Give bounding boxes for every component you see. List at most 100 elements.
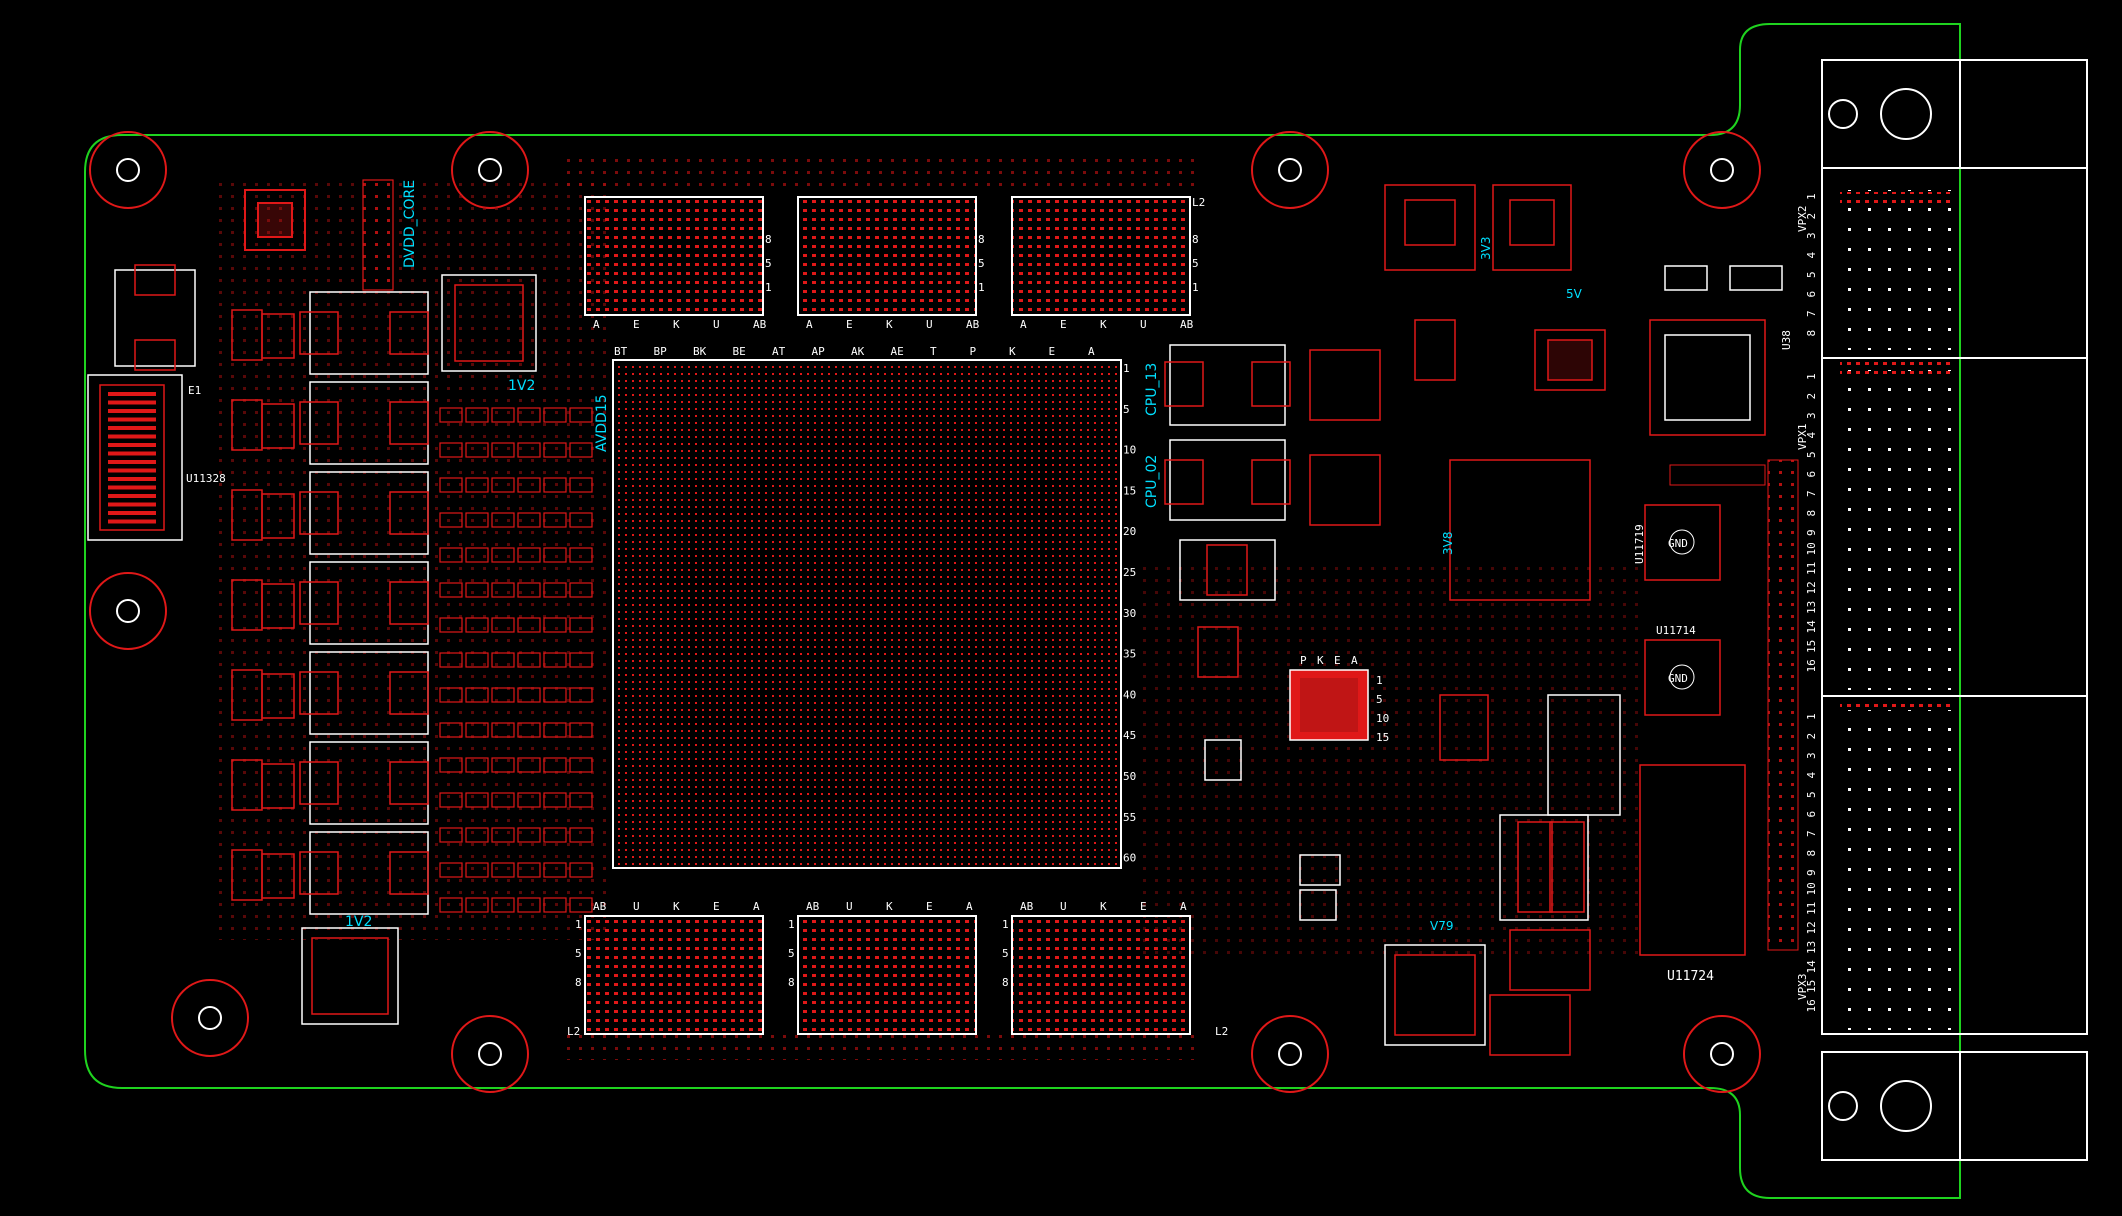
left-connector	[87, 374, 183, 541]
mosfet-pad	[261, 673, 295, 719]
capacitor-pad	[569, 897, 593, 913]
dram-col-label: E	[926, 900, 933, 913]
capacitor-pad	[439, 442, 463, 458]
connector-pin	[108, 451, 156, 456]
vpx3-pin-number: 5	[1805, 791, 1818, 798]
capacitor-pad	[465, 687, 489, 703]
capacitor-pad	[543, 547, 567, 563]
chip-row-label: 5	[1376, 693, 1383, 706]
capacitor-pad	[517, 582, 541, 598]
bga-row-label: 15	[1123, 484, 1136, 497]
capacitor-pad	[439, 687, 463, 703]
capacitor-pad	[491, 862, 515, 878]
dram-row-label: 1	[765, 281, 772, 294]
gnd-label-1: GND	[1668, 537, 1688, 550]
vpx1-pin-number: 6	[1805, 471, 1818, 478]
capacitor-pad	[439, 407, 463, 423]
capacitor-pad	[465, 792, 489, 808]
vpx3-pin-number: 14	[1805, 960, 1818, 974]
capacitor-pad	[543, 582, 567, 598]
dram-col-label: AB	[806, 900, 820, 913]
dram-row-label: 8	[1002, 976, 1009, 989]
bga-col-label: P	[970, 345, 977, 358]
dram-row-label: 8	[765, 233, 772, 246]
bga-row-label: 30	[1123, 607, 1136, 620]
dram-col-label: U	[713, 318, 720, 331]
capacitor-pad	[543, 757, 567, 773]
inductor-pad	[389, 671, 429, 715]
inductor-pad	[389, 311, 429, 355]
inductor-pad	[299, 581, 339, 625]
inductor-pad	[299, 491, 339, 535]
capacitor-pad	[491, 547, 515, 563]
capacitor-pad	[491, 792, 515, 808]
capacitor-pad	[569, 477, 593, 493]
mosfet-pad	[261, 313, 295, 359]
gnd-chip-hole-a	[1669, 529, 1695, 555]
capacitor-pad	[517, 617, 541, 633]
left-inductor	[114, 264, 196, 371]
dram-col-label: U	[1060, 900, 1067, 913]
bga-col-label: A	[1088, 345, 1095, 358]
inductor-pad	[299, 311, 339, 355]
vpx3-pin-number: 15	[1805, 980, 1818, 993]
vpx1-pin-number: 10	[1805, 542, 1818, 555]
capacitor-pad	[465, 442, 489, 458]
dram-bottom-row	[584, 915, 1191, 1035]
top-left-chip	[244, 189, 306, 251]
inductor-pad	[389, 491, 429, 535]
dram-col-label: E	[846, 318, 853, 331]
vpx3-pin-number: 3	[1805, 752, 1818, 759]
capacitor-pad	[543, 827, 567, 843]
label-5v: 5V	[1566, 287, 1583, 301]
capacitor-pad	[491, 407, 515, 423]
vpx2-pin-number: 5	[1805, 271, 1818, 278]
dram-col-label: A	[1020, 318, 1027, 331]
connector-pin	[108, 392, 156, 396]
mosfet-pad	[261, 763, 295, 809]
vpx1-pin-number: 7	[1805, 490, 1818, 497]
mosfet-pad	[261, 403, 295, 449]
dram-col-label: E	[713, 900, 720, 913]
capacitor-pad	[439, 512, 463, 528]
via-field-top	[560, 155, 1200, 195]
dram-col-label: AB	[1020, 900, 1034, 913]
dram-corner-label: L2	[1215, 1025, 1228, 1038]
via-field-right	[1140, 560, 1640, 960]
refdes-u11719: U11719	[1633, 524, 1646, 564]
capacitor-pad	[465, 407, 489, 423]
capacitor-pad	[465, 582, 489, 598]
capacitor-pad	[465, 652, 489, 668]
capacitor-pad	[465, 897, 489, 913]
vpx3-pin-number: 9	[1805, 869, 1818, 876]
capacitor-pad	[543, 897, 567, 913]
main-bga	[612, 359, 1122, 869]
bga-col-label: AT	[772, 345, 786, 358]
vpx1-pin-number: 11	[1805, 562, 1818, 575]
vpx1-pin-number: 8	[1805, 510, 1818, 517]
dram-col-label: K	[1100, 900, 1107, 913]
inductor-pad	[389, 761, 429, 805]
connector-pin	[108, 477, 156, 481]
mosfet-pad	[261, 493, 295, 539]
capacitor-pad	[569, 722, 593, 738]
capacitor-pad	[465, 547, 489, 563]
connector-pin	[108, 494, 156, 498]
refdes-vpx2: VPX2	[1796, 206, 1809, 233]
refdes-vpx1: VPX1	[1796, 424, 1809, 451]
vpx2-pin-number: 4	[1805, 252, 1818, 259]
capacitor-pad	[543, 442, 567, 458]
capacitor-pad	[569, 652, 593, 668]
dram-top-row	[584, 196, 1191, 316]
connector-pin	[108, 511, 156, 515]
connector-pin	[108, 519, 156, 524]
mounting-holes	[89, 131, 1761, 1093]
capacitor-pad	[543, 652, 567, 668]
bga-row-label: 45	[1123, 729, 1136, 742]
capacitor-pad	[517, 827, 541, 843]
vpx1-pin-number: 2	[1805, 393, 1818, 400]
mosfet-pad	[261, 853, 295, 899]
gnd-label-2: GND	[1668, 672, 1688, 685]
